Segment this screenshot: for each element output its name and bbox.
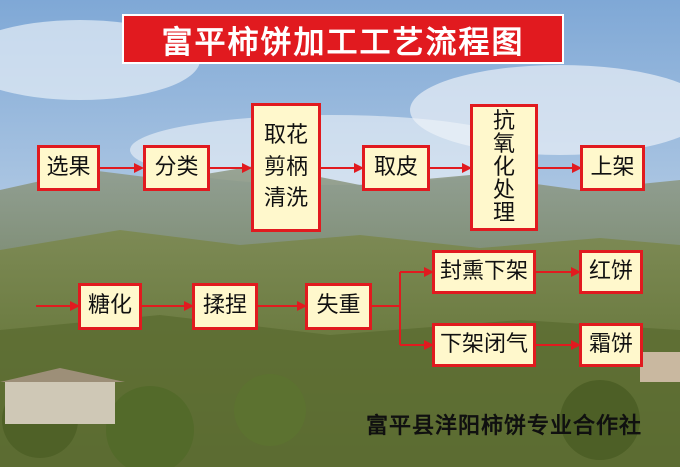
step-label: 下架闭气 xyxy=(439,331,528,357)
step-label: 上架 xyxy=(590,154,635,180)
step-label: 失重 xyxy=(316,293,361,319)
step-seal-smoke-unrack: 封熏下架 xyxy=(432,250,536,294)
step-remove-stem-wash: 取花 剪柄 清洗 xyxy=(251,103,321,232)
step-label: 取皮 xyxy=(373,154,418,180)
diagram-title: 富平柿饼加工工艺流程图 xyxy=(161,24,525,61)
step-knead: 揉捏 xyxy=(192,283,258,330)
step-rack: 上架 xyxy=(580,145,645,191)
step-peel: 取皮 xyxy=(362,145,430,191)
step-label: 揉捏 xyxy=(202,293,247,319)
step-label: 分类 xyxy=(154,154,199,180)
result-frost-cake: 霜饼 xyxy=(579,323,643,367)
step-label: 抗 氧 化 处 理 xyxy=(492,108,515,227)
step-weight-loss: 失重 xyxy=(305,283,372,330)
step-sort: 分类 xyxy=(143,145,210,191)
step-saccharify: 糖化 xyxy=(78,283,142,330)
step-label: 封熏下架 xyxy=(439,258,528,284)
step-label: 取花 剪柄 清洗 xyxy=(263,122,308,212)
step-select-fruit: 选果 xyxy=(37,145,100,191)
step-label: 糖化 xyxy=(87,293,132,319)
step-label: 选果 xyxy=(46,154,91,180)
title-banner: 富平柿饼加工工艺流程图 xyxy=(122,14,564,64)
organization-name: 富平县洋阳柿饼专业合作社 xyxy=(365,414,642,439)
step-unrack-seal: 下架闭气 xyxy=(432,323,536,367)
step-label: 霜饼 xyxy=(588,331,633,357)
step-antioxidation: 抗 氧 化 处 理 xyxy=(470,104,538,231)
step-label: 红饼 xyxy=(588,258,633,284)
result-red-cake: 红饼 xyxy=(579,250,643,294)
